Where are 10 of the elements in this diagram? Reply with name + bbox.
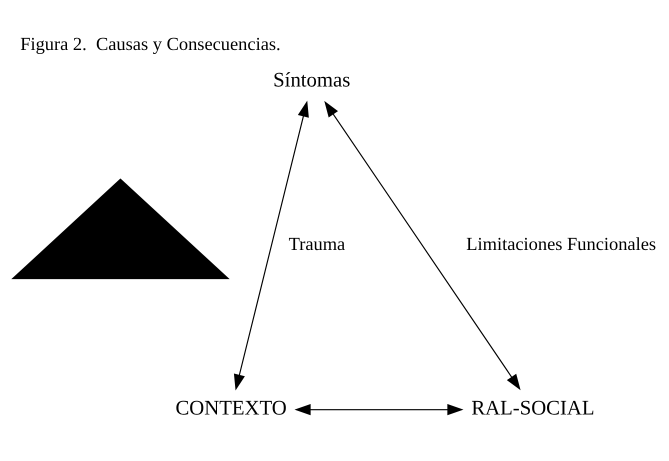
node-text: RAL-SOCIAL [471, 398, 595, 420]
node-text: CONTEXTO [175, 398, 287, 420]
arrow [234, 100, 309, 391]
node-text: Síntomas [273, 69, 350, 92]
edge-label: Trauma [288, 234, 346, 254]
arrow [324, 100, 521, 390]
node-triangle [11, 178, 230, 280]
diagram-title: Figura 2. Causas y Consecuencias. [20, 34, 281, 54]
arrow [294, 404, 464, 416]
edge-label: Limitaciones Funcionales [466, 234, 656, 254]
